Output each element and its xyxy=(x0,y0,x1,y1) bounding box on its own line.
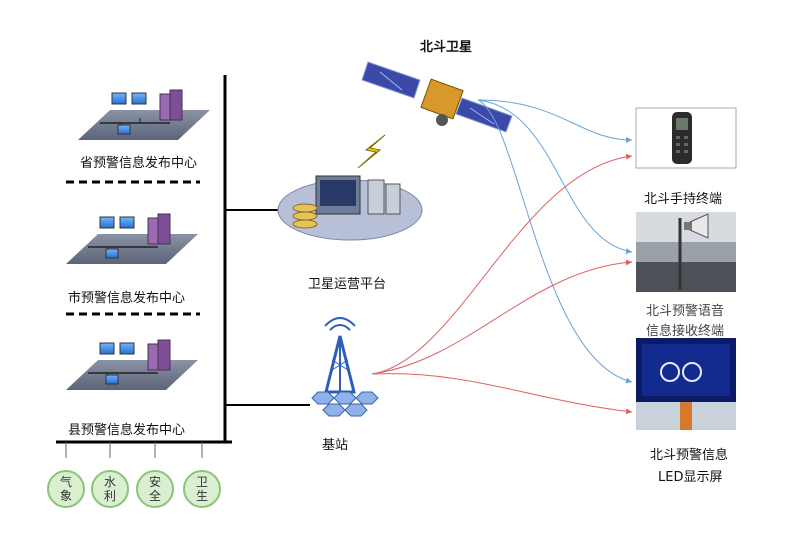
county-center-label: 县预警信息发布中心 xyxy=(68,423,186,438)
backbone-lines xyxy=(56,75,310,458)
satellite-label: 北斗卫星 xyxy=(420,40,473,55)
city-network-icon xyxy=(66,213,198,264)
voice-terminal-label-line1: 北斗预警语音 xyxy=(646,304,725,319)
department-meteorology: 气 象 xyxy=(47,470,85,508)
base-station-links xyxy=(371,153,633,415)
led-display-image xyxy=(636,338,736,430)
department-char-1: 水 xyxy=(103,475,116,489)
platform-label: 卫星运营平台 xyxy=(308,277,387,292)
department-char-2: 象 xyxy=(59,489,72,503)
satellite-icon xyxy=(361,61,513,133)
center-separators xyxy=(66,180,200,316)
province-network-icon xyxy=(78,89,210,140)
county-network-icon xyxy=(66,339,198,390)
handheld-terminal-label: 北斗手持终端 xyxy=(644,192,723,207)
lightning-icon xyxy=(357,134,386,169)
department-char-1: 气 xyxy=(59,475,72,489)
satellite-links xyxy=(477,99,633,384)
department-water-resources: 水 利 xyxy=(91,470,129,508)
department-char-2: 利 xyxy=(103,489,116,503)
platform-icon xyxy=(277,175,423,241)
led-display-label-line1: 北斗预警信息 xyxy=(650,448,729,463)
voice-terminal-label-line2: 信息接收终端 xyxy=(646,324,725,339)
department-char-1: 卫 xyxy=(195,475,208,489)
voice-terminal-image xyxy=(636,212,736,292)
department-safety: 安 全 xyxy=(136,470,174,508)
city-center-label: 市预警信息发布中心 xyxy=(68,291,186,306)
base-station-icon xyxy=(311,317,379,417)
handheld-terminal-image xyxy=(635,107,737,169)
province-center-label: 省预警信息发布中心 xyxy=(80,156,198,171)
led-display-label-line2: LED显示屏 xyxy=(658,470,723,485)
department-char-2: 生 xyxy=(195,489,208,503)
department-char-1: 安 xyxy=(148,475,161,489)
department-health: 卫 生 xyxy=(183,470,221,508)
department-char-2: 全 xyxy=(148,489,161,503)
base-station-label: 基站 xyxy=(322,438,349,453)
